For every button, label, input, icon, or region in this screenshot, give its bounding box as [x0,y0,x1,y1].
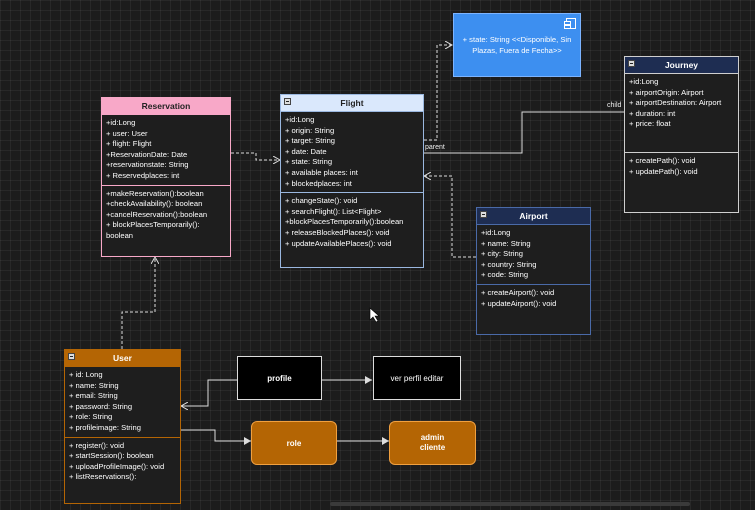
admin-cliente-label: admin cliente [419,433,446,452]
attributes-section: +id:Long+ airportOrigin: Airport+ airpor… [625,74,738,152]
method-item[interactable]: + updateAirport(): void [481,298,557,308]
methods-section: + createAirport(): void+ updateAirport()… [477,283,590,312]
state-note-text: + state: String <<Disponible, Sin Plazas… [462,35,572,55]
class-title: Journey [664,60,699,70]
method-item[interactable]: +blockPlacesTemporarily():boolean [285,217,404,227]
edge-flight-note[interactable] [424,45,452,141]
edge-label-child: child [607,102,622,109]
attribute-item[interactable]: + Reservedplaces: int [106,170,180,180]
collapse-toggle-icon[interactable] [284,98,291,105]
attribute-item[interactable]: +id:Long [285,115,315,124]
method-item[interactable]: + uploadProfileImage(): void [69,461,165,471]
edge-profile-user[interactable] [181,379,237,406]
profile-label: profile [267,373,292,383]
edge-label-parent: parent [425,144,445,151]
methods-section: + register(): void+ startSession(): bool… [65,436,180,486]
attribute-item[interactable]: + target: String [285,136,336,146]
class-header[interactable]: Reservation [102,98,230,115]
methods-section: +makeReservation():boolean+checkAvailabi… [102,184,230,245]
attribute-item[interactable]: +id:Long [629,77,659,86]
attribute-item[interactable]: +id:Long [106,118,136,127]
class-airport[interactable]: Airport +id:Long+ name: String+ city: St… [476,207,591,335]
attribute-item[interactable]: + duration: int [629,108,676,118]
attribute-item[interactable]: + city: String [481,249,523,259]
attribute-item[interactable]: + user: User [106,128,148,138]
ver-perfil-box[interactable]: ver perfil editar [373,356,461,400]
method-item[interactable]: + register(): void [69,440,125,450]
attributes-section: + id: Long+ name: String+ email: String+… [65,367,180,437]
role-label: role [286,438,302,448]
attribute-item[interactable]: + price: float [629,119,671,129]
attribute-item[interactable]: + airportOrigin: Airport [629,87,704,97]
class-header[interactable]: User [65,350,180,367]
role-box[interactable]: role [251,421,337,465]
attribute-item[interactable]: + name: String [481,238,531,248]
attribute-item[interactable]: +id:Long [481,228,511,237]
methods-section: + changeState(): void+ searchFlight(): L… [281,192,423,252]
class-header[interactable]: Airport [477,208,590,225]
attributes-section: +id:Long+ origin: String+ target: String… [281,112,423,192]
class-title: Flight [340,98,364,108]
method-item[interactable]: +cancelReservation():boolean [106,209,208,219]
collapse-toggle-icon[interactable] [480,211,487,218]
profile-box[interactable]: profile [237,356,322,400]
horizontal-scrollbar[interactable] [330,502,690,506]
attribute-item[interactable]: + id: Long [69,370,103,379]
state-note[interactable]: + state: String <<Disponible, Sin Plazas… [453,13,581,77]
attribute-item[interactable]: + profileimage: String [69,422,141,432]
class-journey[interactable]: Journey +id:Long+ airportOrigin: Airport… [624,56,739,213]
attribute-item[interactable]: +ReservationDate: Date [106,149,188,159]
method-item[interactable]: +makeReservation():boolean [106,188,204,198]
methods-section: + createPath(): void+ updatePath(): void [625,152,738,180]
collapse-toggle-icon[interactable] [68,353,75,360]
edge-airport-flight[interactable] [424,176,476,258]
class-flight[interactable]: Flight +id:Long+ origin: String+ target:… [280,94,424,268]
attribute-item[interactable]: + blockedplaces: int [285,178,352,188]
class-header[interactable]: Flight [281,95,423,112]
class-title: User [113,353,132,363]
attribute-item[interactable]: + password: String [69,401,133,411]
method-item[interactable]: + searchFlight(): List<Flight> [285,206,382,216]
class-user[interactable]: User + id: Long+ name: String+ email: St… [64,349,181,504]
class-header[interactable]: Journey [625,57,738,74]
edge-user-reservation[interactable] [121,257,155,349]
method-item[interactable]: +checkAvailability(): boolean [106,199,203,209]
attribute-item[interactable]: + name: String [69,380,119,390]
attributes-section: +id:Long+ name: String+ city: String+ co… [477,225,590,284]
attribute-item[interactable]: + airportDestination: Airport [629,98,722,108]
attribute-item[interactable]: + email: String [69,391,118,401]
method-item[interactable]: boolean [106,230,134,240]
edge-flight-journey[interactable] [424,111,624,154]
attribute-item[interactable]: +reservationstate: String [106,160,189,170]
method-item[interactable]: + blockPlacesTemporarily(): [106,220,200,230]
mouse-cursor-icon [369,307,380,323]
method-item[interactable]: + releaseBlockedPlaces(): void [285,227,390,237]
class-reservation[interactable]: Reservation +id:Long+ user: User+ flight… [101,97,231,257]
collapse-toggle-icon[interactable] [628,60,635,67]
attribute-item[interactable]: + code: String [481,270,529,280]
method-item[interactable]: + changeState(): void [285,196,358,206]
method-item[interactable]: + createAirport(): void [481,287,555,297]
attribute-item[interactable]: + role: String [69,412,113,422]
attribute-item[interactable]: + origin: String [285,125,335,135]
attribute-item[interactable]: + date: Date [285,146,327,156]
edge-reservation-flight[interactable] [231,152,280,160]
attribute-item[interactable]: + flight: Flight [106,139,152,149]
attributes-section: +id:Long+ user: User+ flight: Flight+Res… [102,115,230,185]
method-item[interactable]: + listReservations(): [69,472,137,482]
class-title: Reservation [141,101,191,111]
method-item[interactable]: + createPath(): void [629,156,696,165]
attribute-item[interactable]: + available places: int [285,167,358,177]
class-title: Airport [519,211,548,221]
method-item[interactable]: + updatePath(): void [629,166,698,176]
attribute-item[interactable]: + country: String [481,259,537,269]
attribute-item[interactable]: + state: String [285,157,333,167]
method-item[interactable]: + startSession(): boolean [69,451,154,461]
method-item[interactable]: + updateAvailablePlaces(): void [285,238,392,248]
component-icon [564,18,576,29]
admin-cliente-box[interactable]: admin cliente [389,421,476,465]
ver-perfil-label: ver perfil editar [390,373,444,383]
edge-user-role[interactable] [181,429,251,445]
